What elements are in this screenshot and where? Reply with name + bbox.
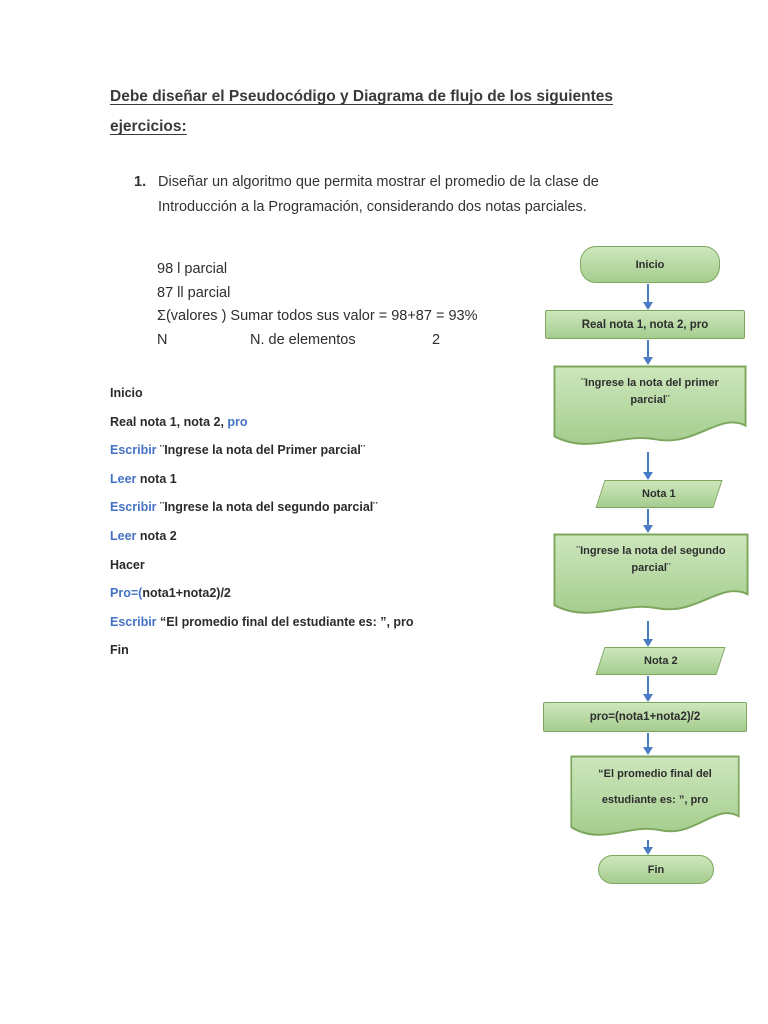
document-shape-icon: [553, 533, 749, 614]
page-title: Debe diseñar el Pseudocódigo y Diagrama …: [110, 82, 670, 142]
pseudocode-keyword: Leer: [110, 471, 140, 486]
pseudocode-text: ¨Ingrese la nota del Primer parcial¨: [160, 443, 365, 458]
pseudocode-line: Inicio: [110, 386, 530, 415]
flowchart-label: Inicio: [635, 258, 665, 271]
flowchart-label: “El promedio final del estudiante es: ”,…: [598, 768, 712, 807]
pseudocode-text: nota 1: [139, 471, 177, 486]
pseudocode-line: Fin: [110, 643, 530, 672]
exercise-item: 1. Diseñar un algoritmo que permita most…: [134, 170, 644, 220]
pseudocode-text: Fin: [110, 643, 129, 658]
pseudocode-text: nota1+nota2)/2: [142, 586, 231, 601]
calc-elements-label: N. de elementos: [250, 331, 356, 348]
pseudocode-line: Hacer: [110, 558, 530, 587]
calc-line-1: 98 l parcial: [157, 261, 228, 277]
pseudocode-line: Pro=(nota1+nota2)/2: [110, 586, 530, 615]
pseudocode-text: Real nota 1, nota 2,: [110, 414, 228, 429]
flowchart-label: ¨Ingrese la nota del primer parcial¨: [581, 377, 719, 407]
pseudocode-text: Inicio: [110, 386, 143, 400]
flow-arrow: [642, 733, 654, 755]
flow-arrow: [642, 840, 654, 855]
pseudocode-line: Leer nota 2: [110, 529, 530, 558]
pseudocode-keyword: Pro=(: [110, 586, 143, 601]
flowchart-data-nota1: Nota 1: [595, 480, 723, 508]
flow-arrow: [642, 340, 654, 365]
pseudocode-text: ¨Ingrese la nota del segundo parcial¨: [160, 500, 378, 515]
exercise-text: Diseñar un algoritmo que permita mostrar…: [158, 174, 599, 215]
flowchart-data-nota2: Nota 2: [595, 647, 726, 675]
flowchart-process-formula: pro=(nota1+nota2)/2: [543, 702, 747, 732]
flowchart-terminator-inicio: Inicio: [580, 246, 720, 283]
pseudocode-line: Escribir ¨Ingrese la nota del Primer par…: [110, 443, 530, 472]
pseudocode-line: Leer nota 1: [110, 472, 530, 501]
flowchart-document-prompt-first: ¨Ingrese la nota del primer parcial¨: [553, 365, 747, 453]
calc-line-3: Σ(valores ) Sumar todos sus valor = 98+8…: [157, 308, 478, 324]
flow-arrow: [642, 509, 654, 533]
flowchart-document-output: “El promedio final del estudiante es: ”,…: [570, 755, 740, 844]
flowchart-label: Fin: [647, 863, 665, 876]
flowchart-label: pro=(nota1+nota2)/2: [589, 711, 701, 723]
flowchart-diagram: Inicio Real nota 1, nota 2, pro ¨Ingrese…: [538, 244, 752, 889]
pseudocode-line: Real nota 1, nota 2, pro: [110, 415, 530, 444]
flowchart-label: ¨Ingrese la nota del segundo parcial¨: [576, 545, 726, 575]
pseudocode-text: “El promedio final del estudiante es: ”,…: [160, 614, 414, 629]
flow-arrow: [642, 284, 654, 310]
pseudocode-keyword: Escribir: [110, 500, 161, 515]
flowchart-label: Nota 2: [643, 655, 678, 667]
flowchart-process-declare: Real nota 1, nota 2, pro: [545, 310, 745, 339]
flowchart-label: Nota 1: [642, 488, 676, 500]
pseudocode-keyword: Escribir: [110, 443, 161, 458]
pseudocode-line: Escribir “El promedio final del estudian…: [110, 615, 530, 644]
document-shape-icon: [570, 755, 740, 836]
calc-line-4: N N. de elementos 2: [157, 329, 597, 353]
pseudocode-keyword: Leer: [110, 528, 140, 543]
flow-arrow: [642, 621, 654, 647]
pseudocode-line: Escribir ¨Ingrese la nota del segundo pa…: [110, 500, 530, 529]
calc-elements-count: 2: [432, 331, 441, 348]
flow-arrow: [642, 452, 654, 480]
document-shape-icon: [553, 365, 747, 445]
calculation-block: 98 l parcial 87 ll parcial Σ(valores ) S…: [157, 258, 597, 352]
page-title-line1: Debe diseñar el Pseudocódigo y Diagrama …: [110, 88, 614, 105]
pseudocode-text: Hacer: [110, 557, 145, 572]
calc-n-label: N: [157, 331, 168, 348]
pseudocode-text: nota 2: [139, 528, 177, 543]
flowchart-terminator-fin: Fin: [598, 855, 714, 884]
flow-arrow: [642, 676, 654, 702]
exercise-number: 1.: [134, 174, 147, 190]
page-title-line2: ejercicios:: [110, 118, 187, 135]
calc-line-2: 87 ll parcial: [157, 284, 231, 301]
pseudocode-keyword: Escribir: [110, 614, 161, 629]
pseudocode-keyword: pro: [227, 414, 248, 429]
flowchart-label: Real nota 1, nota 2, pro: [581, 318, 709, 331]
flowchart-document-prompt-second: ¨Ingrese la nota del segundo parcial¨: [553, 533, 749, 622]
